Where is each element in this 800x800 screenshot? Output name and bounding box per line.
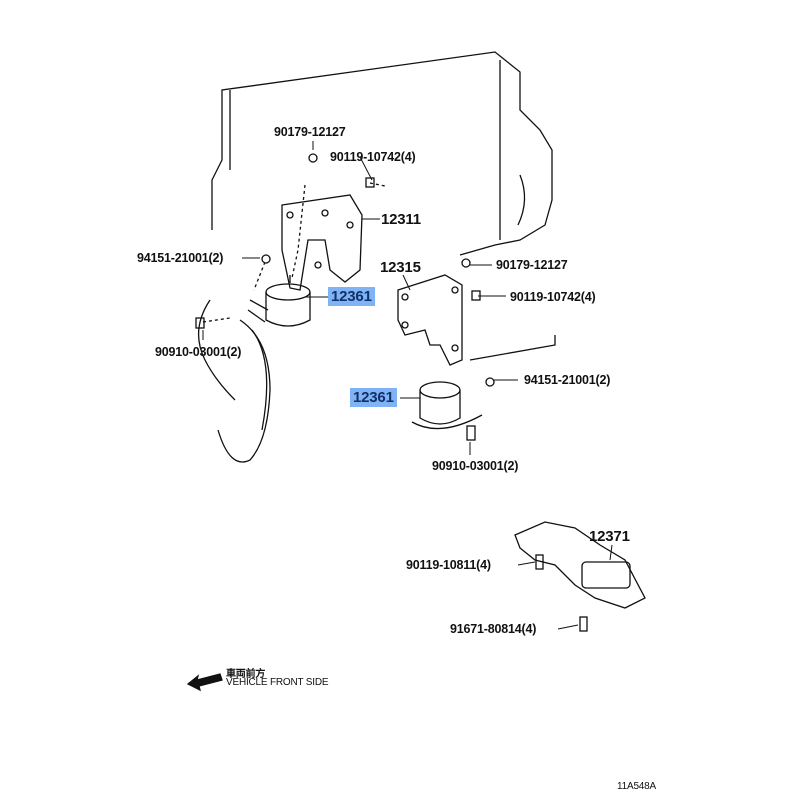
leader-lines [202, 141, 613, 630]
bracket-12315 [397, 258, 481, 366]
label-12311[interactable]: 12311 [381, 211, 421, 228]
mount-12361-left [195, 153, 386, 329]
label-94151-21001-left[interactable]: 94151-21001(2) [137, 251, 224, 265]
figure-id: 11A548A [617, 781, 657, 792]
mount-12371 [514, 521, 646, 632]
label-90910-03001-right[interactable]: 90910-03001(2) [432, 459, 519, 473]
label-90179-12127-right[interactable]: 90179-12127 [496, 258, 568, 272]
front-arrow-icon [186, 673, 223, 692]
engine-outline [197, 51, 556, 463]
label-91671-80814[interactable]: 91671-80814(4) [450, 622, 537, 636]
label-90119-10811[interactable]: 90119-10811(4) [406, 558, 491, 572]
mount-12361-right [411, 377, 495, 441]
label-94151-21001-right[interactable]: 94151-21001(2) [524, 373, 611, 387]
label-12361-right-highlighted[interactable]: 12361 [350, 388, 397, 407]
label-90910-03001-left[interactable]: 90910-03001(2) [155, 345, 242, 359]
bracket-12311 [281, 194, 363, 291]
label-12371[interactable]: 12371 [589, 528, 630, 545]
label-90119-10742-right[interactable]: 90119-10742(4) [510, 290, 596, 304]
label-12361-left-highlighted[interactable]: 12361 [328, 287, 375, 306]
label-90179-12127-top[interactable]: 90179-12127 [274, 125, 346, 139]
direction-label-en: VEHICLE FRONT SIDE [226, 677, 329, 688]
label-12315[interactable]: 12315 [380, 259, 421, 276]
label-90119-10742-top[interactable]: 90119-10742(4) [330, 150, 416, 164]
direction-label-jp: 車両前方 [226, 669, 266, 680]
